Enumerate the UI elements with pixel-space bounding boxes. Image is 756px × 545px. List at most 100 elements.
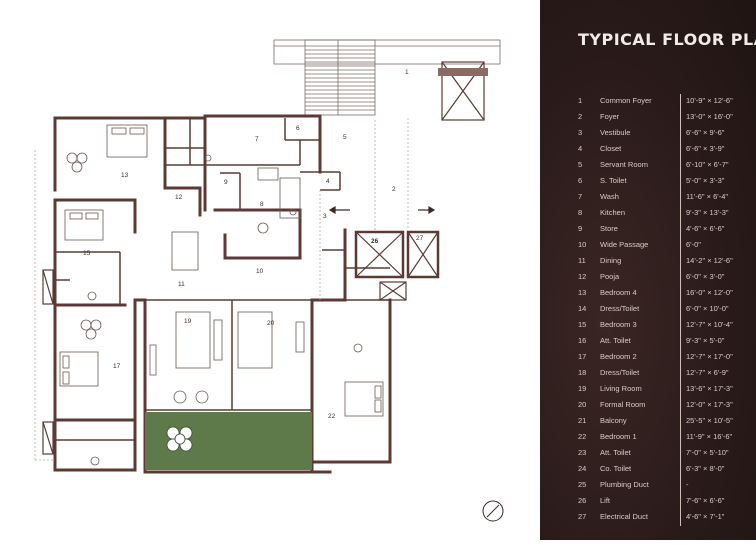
legend-dimension: 12'-0" × 17'-3" bbox=[686, 400, 733, 409]
legend-room-name: Dress/Toilet bbox=[600, 304, 640, 313]
legend-room-name: Living Room bbox=[600, 384, 642, 393]
legend-number: 11 bbox=[578, 256, 586, 265]
legend-number: 10 bbox=[578, 240, 587, 249]
legend-room-name: Dress/Toilet bbox=[600, 368, 640, 377]
room-label-8: 8 bbox=[260, 201, 264, 208]
legend-room-name: Servant Room bbox=[600, 160, 648, 169]
legend-number: 22 bbox=[578, 432, 587, 441]
legend-number: 20 bbox=[578, 400, 587, 409]
legend-dimension: 7'-6" × 6'-6" bbox=[686, 496, 725, 505]
room-label-11: 11 bbox=[178, 281, 185, 288]
legend-dimension: 25'-5" × 10'-5" bbox=[686, 416, 733, 425]
legend-number: 12 bbox=[578, 272, 587, 281]
legend-row: 7 Wash 11'-6" × 6'-4" bbox=[540, 192, 756, 204]
legend-number: 18 bbox=[578, 368, 587, 377]
room-label-2: 2 bbox=[392, 186, 396, 193]
legend-dimension: 4'-6" × 6'-6" bbox=[686, 224, 725, 233]
legend-number: 14 bbox=[578, 304, 587, 313]
legend-number: 7 bbox=[578, 192, 583, 201]
legend-room-name: Kitchen bbox=[600, 208, 626, 217]
legend-number: 13 bbox=[578, 288, 587, 297]
legend-row: 15 Bedroom 3 12'-7" × 10'-4" bbox=[540, 320, 756, 332]
legend-row: 19 Living Room 13'-6" × 17'-3" bbox=[540, 384, 756, 396]
legend-dimension: 7'-0" × 5'-10" bbox=[686, 448, 729, 457]
legend-dimension: 6'-0" bbox=[686, 240, 701, 249]
walls bbox=[53, 114, 392, 474]
foyer-arrows bbox=[328, 205, 436, 215]
room-label-5: 5 bbox=[343, 134, 347, 141]
room-label-17: 17 bbox=[113, 363, 121, 370]
legend-room-name: Att. Toilet bbox=[600, 448, 631, 457]
shaft-top-right bbox=[438, 61, 488, 121]
panel-title: TYPICAL FLOOR PLAN bbox=[578, 30, 756, 49]
room-label-6: 6 bbox=[296, 125, 300, 132]
legend-room-name: Bedroom 3 bbox=[600, 320, 637, 329]
room-label-19: 19 bbox=[184, 318, 192, 325]
room-label-3: 3 bbox=[323, 213, 327, 220]
legend-row: 10 Wide Passage 6'-0" bbox=[540, 240, 756, 252]
room-label-13: 13 bbox=[121, 172, 129, 179]
legend-room-name: Wash bbox=[600, 192, 619, 201]
room-label-10: 10 bbox=[256, 268, 264, 275]
legend-number: 15 bbox=[578, 320, 587, 329]
legend-number: 2 bbox=[578, 112, 583, 121]
room-label-27: 27 bbox=[416, 235, 424, 242]
legend-number: 19 bbox=[578, 384, 587, 393]
legend-number: 5 bbox=[578, 160, 583, 169]
legend-number: 23 bbox=[578, 448, 587, 457]
legend-dimension: 13'-6" × 17'-3" bbox=[686, 384, 733, 393]
legend-room-name: Att. Toilet bbox=[600, 336, 631, 345]
room-label-26: 26 bbox=[371, 238, 379, 245]
legend-room-name: Dining bbox=[600, 256, 622, 265]
legend-dimension: 4'-6" × 7'-1" bbox=[686, 512, 725, 521]
legend-number: 4 bbox=[578, 144, 583, 153]
legend-number: 9 bbox=[578, 224, 583, 233]
legend-number: 16 bbox=[578, 336, 587, 345]
legend-dimension: 12'-7" × 6'-9" bbox=[686, 368, 729, 377]
legend-room-name: Bedroom 1 bbox=[600, 432, 637, 441]
room-label-1: 1 bbox=[405, 69, 409, 76]
legend-dimension: 16'-0" × 12'-0" bbox=[686, 288, 733, 297]
legend-room-name: Bedroom 2 bbox=[600, 352, 637, 361]
legend-room-name: Vestibule bbox=[600, 128, 631, 137]
room-label-7: 7 bbox=[255, 136, 259, 143]
staircase bbox=[273, 39, 501, 116]
legend-dimension: 11'-6" × 6'-4" bbox=[686, 192, 729, 201]
legend-room-name: Lift bbox=[600, 496, 611, 505]
legend-panel: TYPICAL FLOOR PLAN 1 Common Foyer 10'-9" ×… bbox=[540, 0, 756, 540]
legend-room-name: Common Foyer bbox=[600, 96, 652, 105]
legend-dimension: 9'-3" × 13'-3" bbox=[686, 208, 729, 217]
legend-dimension: 12'-7" × 10'-4" bbox=[686, 320, 733, 329]
legend-room-name: S. Toilet bbox=[600, 176, 627, 185]
legend-number: 24 bbox=[578, 464, 587, 473]
legend-room-name: Foyer bbox=[600, 112, 620, 121]
legend-room-name: Wide Passage bbox=[600, 240, 649, 249]
legend-room-name: Formal Room bbox=[600, 400, 646, 409]
legend-dimension: 6'-0" × 10'-0" bbox=[686, 304, 729, 313]
legend-dimension: - bbox=[686, 480, 689, 489]
legend-row: 18 Dress/Toilet 12'-7" × 6'-9" bbox=[540, 368, 756, 380]
legend-dimension: 10'-9" × 12'-6" bbox=[686, 96, 733, 105]
dashed-outline bbox=[34, 118, 409, 461]
legend-room-name: Plumbing Duct bbox=[600, 480, 649, 489]
legend-number: 1 bbox=[578, 96, 583, 105]
legend-dimension: 6'-6" × 9'-6" bbox=[686, 128, 725, 137]
legend-dimension: 12'-7" × 17'-0" bbox=[686, 352, 733, 361]
room-label-22: 22 bbox=[328, 413, 336, 420]
balcony-table bbox=[166, 426, 193, 452]
legend-row: 20 Formal Room 12'-0" × 17'-3" bbox=[540, 400, 756, 412]
